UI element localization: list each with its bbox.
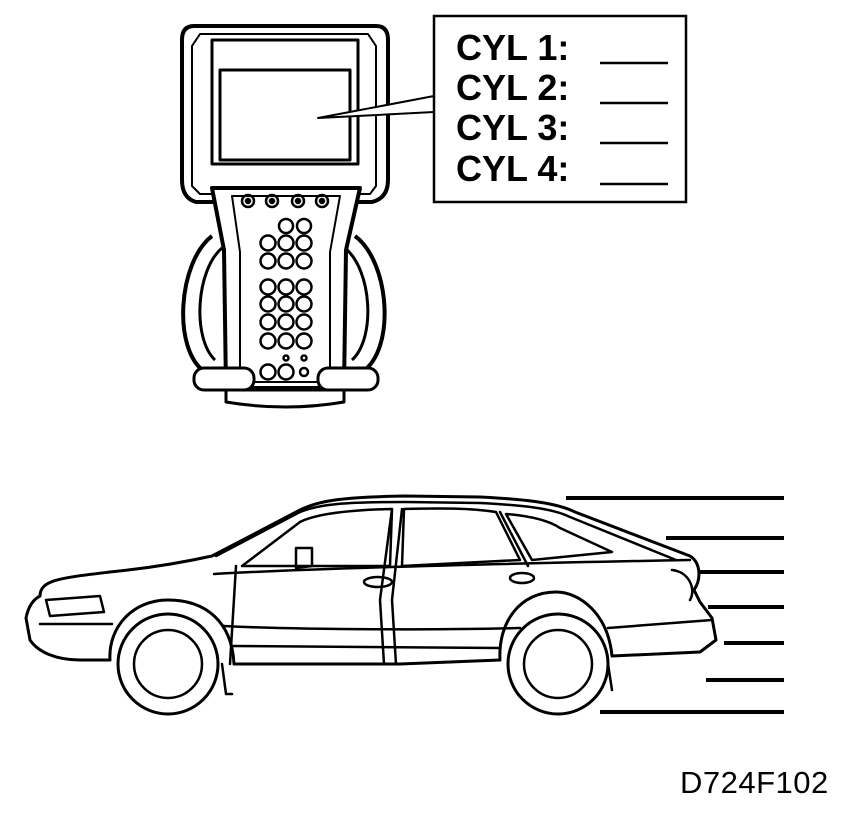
keypad-button: [277, 278, 295, 296]
cyl-2-label: CYL 2:: [456, 67, 569, 108]
keypad-button: [295, 278, 313, 296]
cyl-1-label: CYL 1:: [456, 27, 569, 68]
cyl-3-label: CYL 3:: [456, 107, 569, 148]
keypad-button: [277, 295, 295, 313]
keypad-button: [259, 363, 277, 381]
figure-id-label: D724F102: [680, 765, 829, 800]
keypad-button: [277, 252, 295, 270]
function-key-4: [314, 193, 330, 209]
keypad-button: [259, 252, 277, 270]
function-key-dot: [318, 197, 326, 205]
scan-tool-icon: [180, 24, 435, 409]
keypad-button: [295, 295, 313, 313]
scan-tool-keypad: [240, 193, 330, 381]
keypad-button: [295, 217, 313, 235]
keypad-small-key: [282, 354, 290, 362]
function-key-dot: [268, 197, 276, 205]
function-key-2: [264, 193, 280, 209]
keypad-button: [259, 234, 277, 252]
keypad-button: [295, 234, 313, 252]
cylinder-callout-box: CYL 1: CYL 2: CYL 3: CYL 4:: [432, 14, 688, 204]
keypad-button: [277, 363, 295, 381]
keypad-button: [295, 313, 313, 331]
keypad-small-key: [300, 354, 308, 362]
cyl-4-label: CYL 4:: [456, 148, 569, 189]
keypad-button: [259, 295, 277, 313]
function-key-1: [240, 193, 256, 209]
keypad-button: [259, 278, 277, 296]
speed-lines-icon: [566, 496, 784, 714]
function-key-3: [290, 193, 306, 209]
function-key-dot: [244, 197, 252, 205]
keypad-button: [277, 313, 295, 331]
car-icon: [24, 494, 718, 716]
keypad-button: [277, 332, 295, 350]
keypad-button: [259, 313, 277, 331]
keypad-button: [259, 332, 277, 350]
keypad-button: [277, 234, 295, 252]
keypad-button: [295, 332, 313, 350]
keypad-button: [295, 252, 313, 270]
function-key-dot: [294, 197, 302, 205]
keypad-button: [277, 217, 295, 235]
keypad-small-key: [298, 366, 310, 378]
